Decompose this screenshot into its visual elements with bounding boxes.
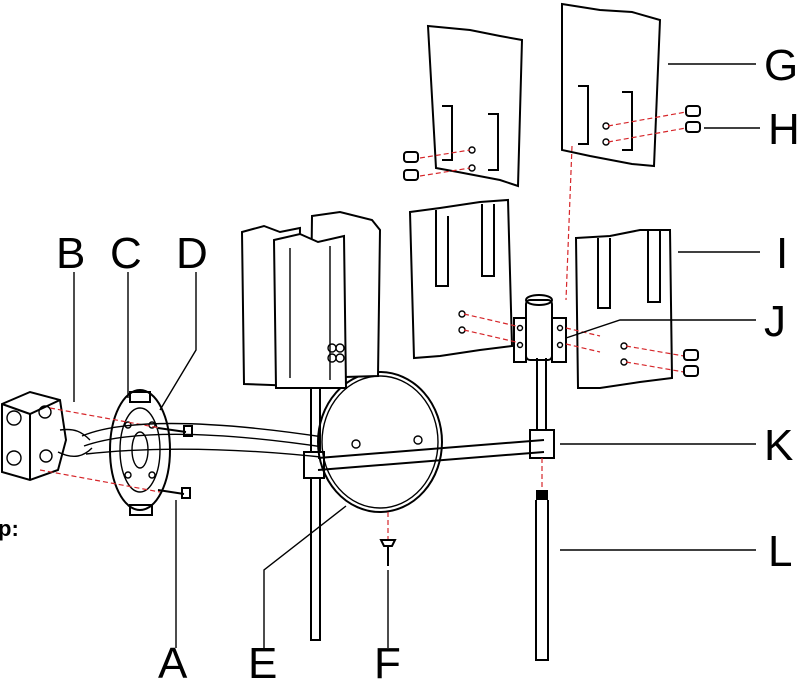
shade-panel-middle-right [565,229,699,389]
step-fragment: p: [0,516,19,541]
label-h: H [768,105,800,154]
label-a: A [158,639,188,684]
shade-panel-middle-left [408,198,517,360]
lower-rod [535,458,549,661]
label-b: B [56,229,85,278]
label-l: L [768,527,792,576]
label-i: I [776,229,788,278]
right-rod-up [513,294,567,430]
leader-lines [73,63,760,648]
junction-box [0,390,93,482]
label-j: J [764,297,786,346]
label-k: K [764,421,793,470]
horizontal-arm [303,429,555,479]
installed-shade-cluster [240,210,382,389]
label-g: G [764,41,798,90]
canopy-screw [379,512,397,566]
label-d: D [176,229,208,278]
label-f: F [374,639,401,684]
left-rod [310,380,321,641]
canopy [317,371,443,513]
wires [81,422,331,459]
shade-panel-top-left [403,24,524,188]
label-e: E [248,639,277,684]
mounting-screw-a [157,487,191,499]
label-c: C [110,229,142,278]
mounting-screw-d [157,425,193,437]
shade-panel-top-right [561,2,701,301]
